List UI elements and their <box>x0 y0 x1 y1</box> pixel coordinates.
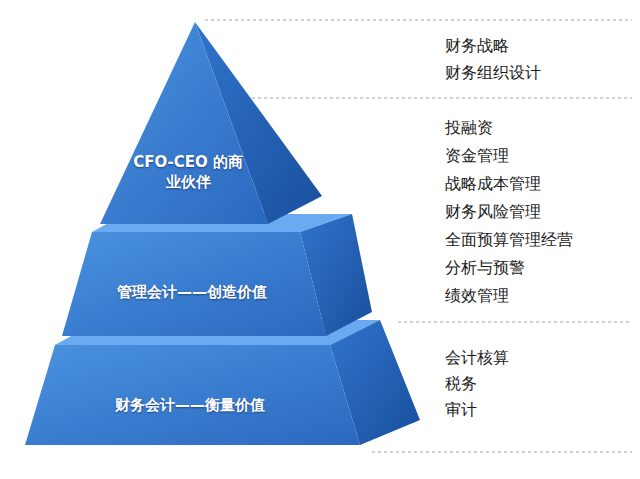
item-label: 资金管理 <box>445 146 509 165</box>
item-label: 投融资 <box>445 118 493 137</box>
pyramid-tier: CFO-CEO 的商业伙伴 <box>133 152 243 193</box>
tier-label: 管理会计——创造价值 <box>117 282 267 302</box>
item-label: 分析与预警 <box>445 258 525 277</box>
item-label: 税务 <box>445 374 477 393</box>
item-label: 全面预算管理经营 <box>445 230 573 249</box>
item-label: 会计核算 <box>445 348 509 367</box>
pyramid-middle <box>62 214 372 336</box>
item-label: 财务战略 <box>445 36 509 55</box>
pyramid-tier: 财务会计——衡量价值 <box>115 395 265 415</box>
item-label: 绩效管理 <box>445 286 509 305</box>
item-label: 审计 <box>445 400 477 419</box>
item-label: 财务风险管理 <box>445 202 541 221</box>
pyramid-tier: 管理会计——创造价值 <box>117 282 267 302</box>
pyramid-bottom <box>25 320 420 445</box>
tier-label: CFO-CEO 的商业伙伴 <box>133 152 243 193</box>
pyramid-top <box>100 22 322 224</box>
item-label: 财务组织设计 <box>445 63 541 82</box>
tier-label: 财务会计——衡量价值 <box>115 395 265 415</box>
item-label: 战略成本管理 <box>445 174 541 193</box>
